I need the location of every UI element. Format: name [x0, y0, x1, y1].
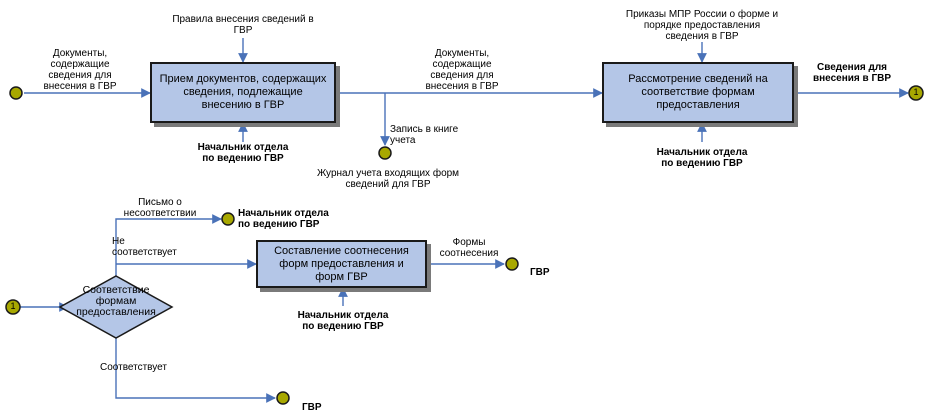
- process-compose-mapping: Составление соотнесения форм предоставле…: [256, 240, 427, 288]
- label-orders: Приказы МПР России о форме и порядке пре…: [625, 9, 779, 42]
- label-head-3: Начальник отдела по ведению ГВР: [297, 310, 389, 332]
- decision-diamond: [58, 275, 174, 339]
- label-head-1: Начальник отдела по ведению ГВР: [197, 142, 289, 164]
- label-rules: Правила внесения сведений в ГВР: [172, 14, 314, 36]
- decision-label: Соответствие формам предоставления: [76, 284, 156, 318]
- label-head-2: Начальник отдела по ведению ГВР: [656, 147, 748, 169]
- terminal-match: [276, 391, 290, 405]
- connector-out-number: 1: [913, 87, 919, 97]
- label-letter: Письмо о несоответствии: [123, 197, 197, 219]
- terminal-record: [378, 146, 392, 160]
- label-record: Запись в книге учета: [390, 124, 459, 146]
- connector-in: [5, 299, 21, 315]
- label-match: Соответствует: [100, 362, 167, 373]
- label-docs-mid: Документы, содержащие сведения для внесе…: [425, 48, 499, 92]
- terminal-start: [9, 86, 23, 100]
- label-journal: Журнал учета входящих форм сведений для …: [316, 168, 460, 190]
- connector-in-number: 1: [10, 301, 16, 311]
- terminal-forms: [505, 257, 519, 271]
- label-head-letter: Начальник отдела по ведению ГВР: [238, 208, 329, 230]
- label-out-info: Сведения для внесения в ГВР: [812, 62, 892, 84]
- connector-out: [908, 85, 924, 101]
- label-forms: Формы соотнесения: [439, 237, 499, 259]
- label-gvr-2: ГВР: [302, 402, 322, 413]
- arrow-match: [115, 338, 276, 403]
- process-review-compliance: Рассмотрение сведений на соответствие фо…: [602, 62, 794, 123]
- terminal-letter: [221, 212, 235, 226]
- label-not-match: Не соответствует: [112, 236, 177, 258]
- process-receive-documents: Прием документов, содержащих сведения, п…: [150, 62, 336, 123]
- label-docs-in: Документы, содержащие сведения для внесе…: [43, 48, 117, 92]
- label-gvr-1: ГВР: [530, 267, 550, 278]
